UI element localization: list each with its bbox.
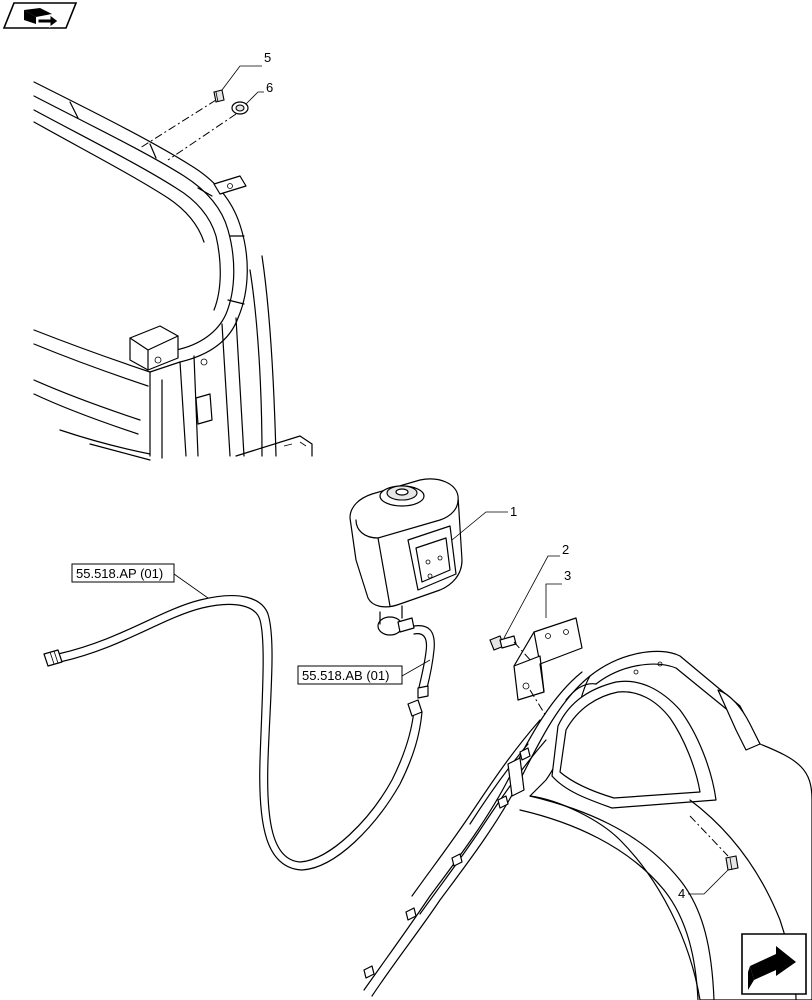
bolt-part-2 — [489, 635, 517, 651]
callout-2: 2 — [503, 542, 569, 639]
next-arrow-icon[interactable] — [741, 933, 807, 995]
reference-55-518-ap[interactable]: 55.518.AP (01) — [71, 563, 209, 599]
nut-part-5 — [213, 89, 225, 103]
reference-55-518-ab-label: 55.518.AB (01) — [302, 668, 389, 683]
callout-1-label: 1 — [510, 504, 517, 519]
callout-6-label: 6 — [266, 80, 273, 95]
callout-1: 1 — [451, 504, 517, 541]
mounting-bracket-part-3 — [513, 617, 583, 701]
callout-3-label: 3 — [564, 568, 571, 583]
callout-3: 3 — [545, 568, 571, 618]
grommet-part-6 — [231, 101, 249, 115]
washer-hose-short — [413, 625, 435, 699]
callout-5-label: 5 — [264, 50, 271, 65]
reference-55-518-ab[interactable]: 55.518.AB (01) — [297, 659, 431, 685]
fender-panel — [363, 650, 812, 1000]
nut-part-4 — [725, 855, 739, 871]
callout-5: 5 — [221, 50, 271, 91]
reference-55-518-ap-label: 55.518.AP (01) — [76, 566, 163, 581]
callout-2-label: 2 — [562, 542, 569, 557]
cab-roof-frame — [33, 81, 313, 461]
washer-hose-long — [43, 594, 423, 871]
washer-reservoir-part-1 — [349, 478, 463, 636]
callout-6: 6 — [245, 80, 273, 105]
book-arrow-icon[interactable] — [2, 2, 78, 29]
callout-4: 4 — [678, 869, 729, 901]
callout-4-label: 4 — [678, 886, 685, 901]
